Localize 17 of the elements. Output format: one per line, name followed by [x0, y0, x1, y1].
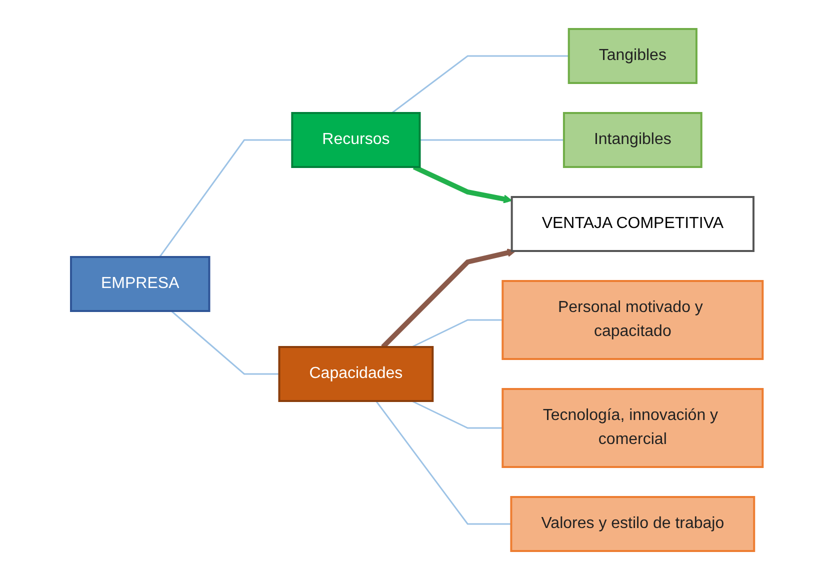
node-box: EMPRESA	[70, 256, 210, 312]
node-box: Capacidades	[278, 346, 434, 402]
connector	[391, 54, 569, 114]
arrow	[380, 248, 516, 348]
connector	[170, 310, 279, 374]
connector	[158, 138, 292, 257]
node-box: Valores y estilo de trabajo	[510, 496, 755, 552]
connector	[375, 400, 511, 524]
node-box: Personal motivado y capacitado	[501, 280, 764, 360]
node-box: Tangibles	[568, 28, 698, 84]
node-box: Recursos	[290, 112, 420, 168]
node-box: Tecnología, innovación y comercial	[501, 388, 764, 468]
connector	[419, 138, 564, 140]
node-box: VENTAJA COMPETITIVA	[510, 196, 754, 252]
connector	[411, 400, 502, 428]
node-box: Intangibles	[562, 112, 702, 168]
connector	[411, 318, 502, 348]
